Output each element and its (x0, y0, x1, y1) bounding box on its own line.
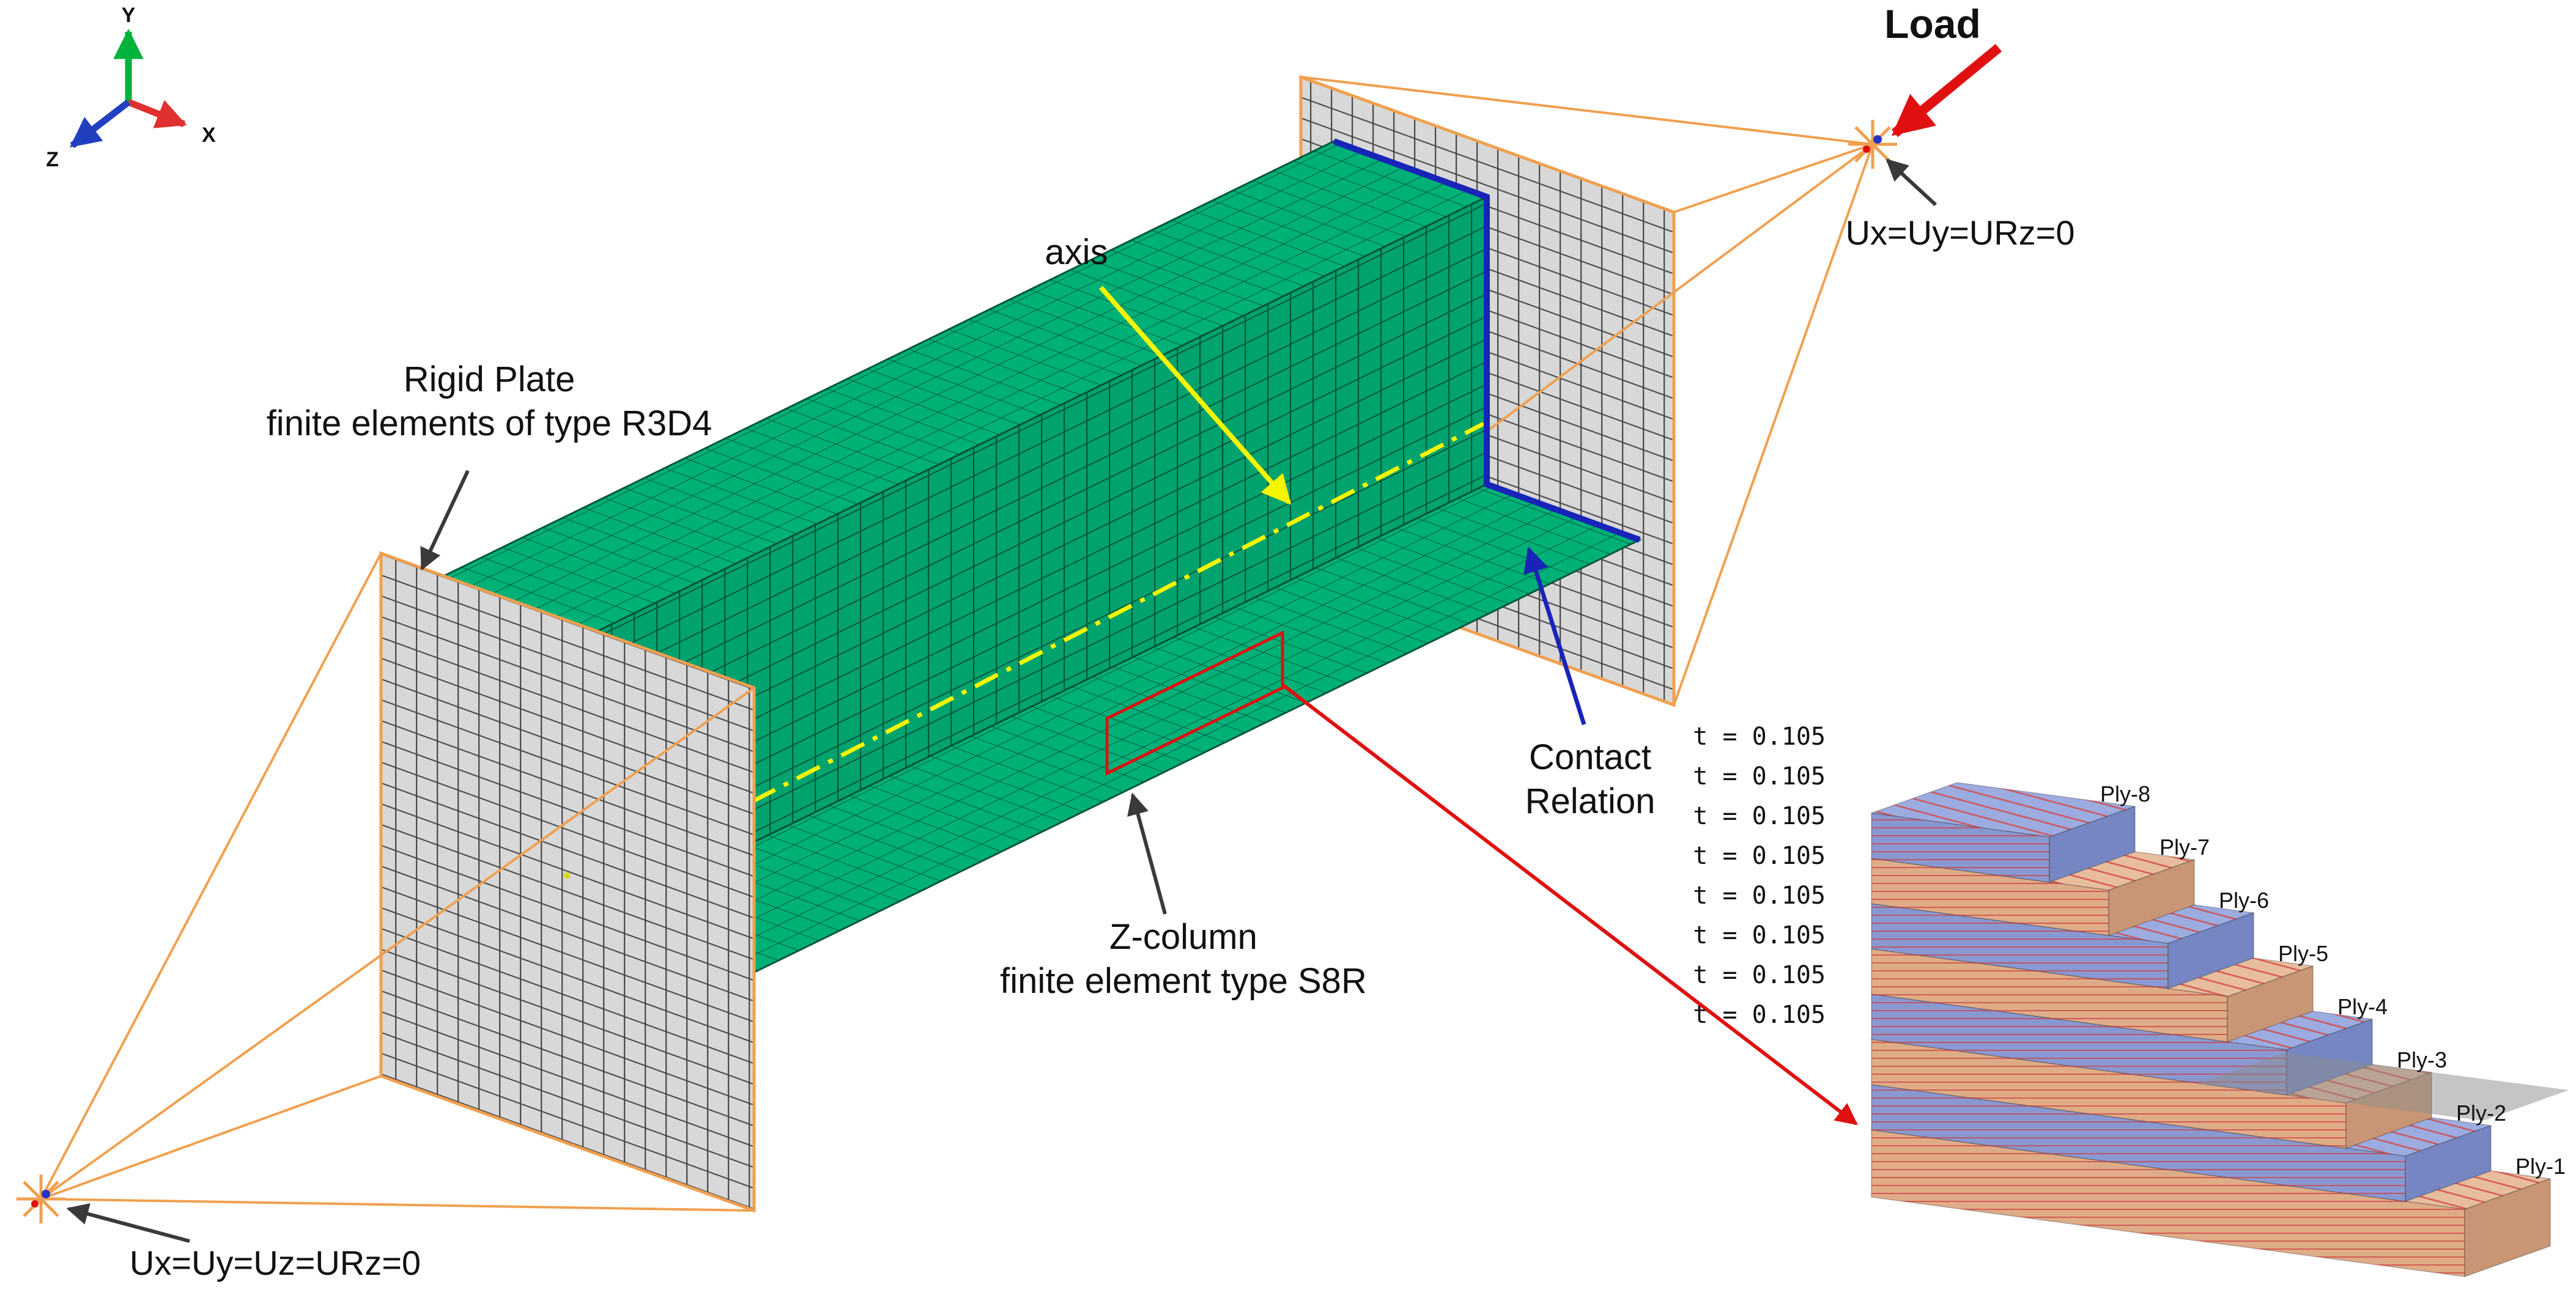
ply-name-label: Ply-2 (2456, 1101, 2506, 1126)
triad-x-axis (127, 98, 187, 128)
thickness-label: t = 0.105 (1693, 961, 1826, 989)
load-arrow (1891, 43, 2002, 138)
ply-name-label: Ply-8 (2100, 781, 2150, 806)
zcolumn-label-line2: finite element type S8R (1000, 961, 1367, 1001)
reference-point-top-right (1848, 120, 1897, 169)
ply-name-label: Ply-6 (2219, 888, 2269, 913)
detail-zoom-line (1281, 683, 1858, 1126)
load-label: Load (1884, 1, 1981, 46)
thickness-label: t = 0.105 (1693, 882, 1826, 910)
left-plate-center-marker (564, 872, 570, 879)
reference-point-bottom-left (17, 1174, 65, 1223)
ply-name-labels: Ply-8 Ply-7 Ply-6 Ply-5 Ply-4 Ply-3 Ply-… (2100, 781, 2566, 1179)
ply-name-label: Ply-3 (2397, 1047, 2447, 1072)
thickness-label: t = 0.105 (1693, 1001, 1826, 1029)
bc-top-label: Ux=Uy=URz=0 (1845, 213, 2074, 252)
thickness-label: t = 0.105 (1693, 762, 1826, 791)
thickness-label: t = 0.105 (1693, 842, 1826, 870)
ply-thickness-labels: t = 0.105 t = 0.105 t = 0.105 t = 0.105 … (1693, 723, 1826, 1029)
left-plate-connector-lines (40, 553, 755, 1212)
contact-label-line1: Contact (1529, 737, 1651, 777)
ply-stack-inset: t = 0.105 t = 0.105 t = 0.105 t = 0.105 … (1693, 723, 2569, 1277)
contact-pointer (1523, 546, 1586, 726)
ply-name-label: Ply-5 (2278, 941, 2328, 966)
triad-y-label: Y (122, 4, 136, 27)
thickness-label: t = 0.105 (1693, 802, 1826, 830)
ply-name-label: Ply-7 (2160, 835, 2210, 860)
ply-8 (1871, 782, 2136, 883)
bc-bottom-pointer (66, 1203, 190, 1243)
ply-name-label: Ply-1 (2515, 1154, 2566, 1179)
bc-top-pointer (1886, 158, 1938, 207)
rigid-plate-pointer (420, 470, 470, 571)
rigid-plate-label-line2: finite elements of type R3D4 (267, 404, 712, 443)
axis-pointer (1098, 286, 1292, 505)
contact-label-line2: Relation (1525, 781, 1656, 821)
triad-z-label: Z (46, 148, 59, 171)
zcolumn-pointer (1127, 792, 1167, 915)
contact-relation-line (1333, 138, 1641, 543)
bc-bottom-label: Ux=Uy=Uz=URz=0 (130, 1244, 421, 1282)
triad-z-axis (70, 99, 131, 149)
detail-zoom-box (1105, 630, 1284, 776)
ply-name-label: Ply-4 (2337, 994, 2388, 1019)
coordinate-triad: Y X Z (46, 4, 216, 171)
ply-midplane-sheet (2198, 1053, 2569, 1121)
thickness-label: t = 0.105 (1693, 921, 1826, 949)
axis-label: axis (1045, 232, 1108, 272)
zcolumn-label-line1: Z-column (1109, 917, 1257, 957)
thickness-label: t = 0.105 (1693, 723, 1826, 751)
triad-x-label: X (202, 124, 216, 147)
rigid-plate-label-line1: Rigid Plate (404, 360, 575, 399)
column-axis-line (751, 421, 1485, 804)
